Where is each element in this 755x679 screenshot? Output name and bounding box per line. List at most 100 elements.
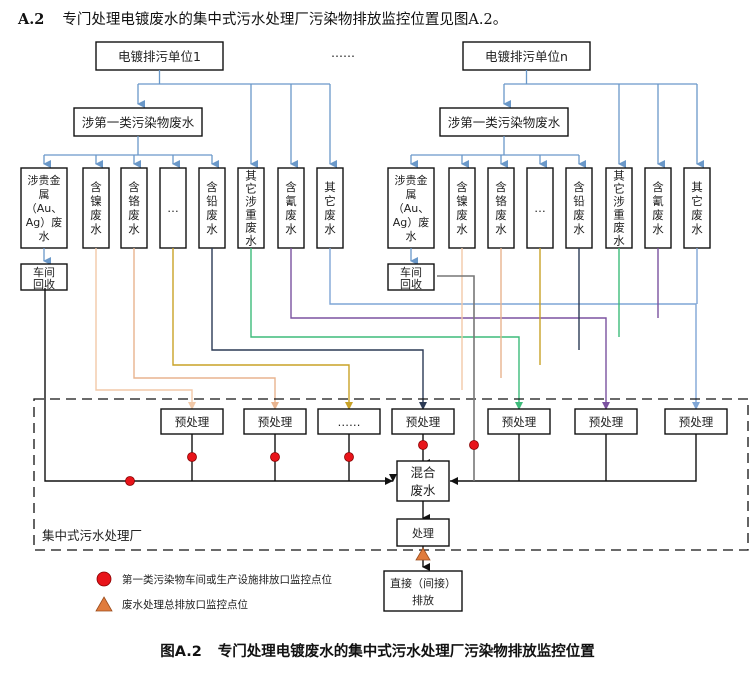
stream-label-line: 水 xyxy=(573,222,585,236)
stream-label-line: 涉贵金 xyxy=(28,173,61,187)
first-class-pollutant-label: 涉第一类污染物废水 xyxy=(82,115,195,130)
stream-label-line: 重 xyxy=(613,208,625,222)
legend: 第一类污染物车间或生产设施排放口监控点位 废水处理总排放口监控点位 xyxy=(95,571,332,612)
route-other-1 xyxy=(329,248,697,408)
stream-label-line: 涉 xyxy=(613,195,625,209)
stream-label-line: 废 xyxy=(691,208,703,222)
stream-label-line: … xyxy=(534,201,546,215)
stream-label-line: Ag）废 xyxy=(26,215,63,229)
arrow-into-mix-left xyxy=(385,477,393,485)
route-other-first-1 xyxy=(172,248,350,408)
first-class-pollutant-label: 涉第一类污染物废水 xyxy=(448,115,561,130)
stream-label-line: 水 xyxy=(128,222,140,236)
pretreatment-box: 预处理 xyxy=(574,408,638,435)
stream-label-line: 它 xyxy=(245,182,257,196)
stream-label-line: … xyxy=(167,201,179,215)
stream-label-line: 水 xyxy=(613,234,625,248)
route-chromium-1 xyxy=(133,248,276,408)
stream-label-line: 含 xyxy=(90,180,102,194)
stream-label-line: 属 xyxy=(39,188,50,201)
stream-label-line: 含 xyxy=(128,180,140,194)
stream-label-line: （Au、 xyxy=(393,202,430,215)
first-class-pollutant-box: 涉第一类污染物废水 xyxy=(439,107,569,137)
recovery-label-line: 车间 xyxy=(400,265,422,279)
monitor-point-icon xyxy=(125,476,135,486)
pretreatment-label: 预处理 xyxy=(175,415,210,429)
first-class-pollutant-box: 涉第一类污染物废水 xyxy=(73,107,203,137)
stream-label-line: 镍 xyxy=(90,194,102,208)
stream-box-other-first: … xyxy=(159,167,187,249)
stream-label-line: 含 xyxy=(206,180,218,194)
monitor-points xyxy=(125,440,479,486)
plant-boundary xyxy=(33,398,749,551)
route-arrowhead xyxy=(419,402,427,410)
stream-label-line: 重 xyxy=(245,208,257,222)
stream-label-line: 含 xyxy=(456,180,468,194)
stream-label-line: 水 xyxy=(495,222,507,236)
stream-label-line: 废 xyxy=(652,208,664,222)
outfall-monitor-point xyxy=(415,547,431,561)
pretreatment-box: …… xyxy=(317,408,381,435)
figure-number: 图A.2 xyxy=(160,644,202,660)
stream-label-line: 水 xyxy=(406,230,417,243)
recovery-label-line: 回收 xyxy=(33,277,55,291)
stream-label-line: 其 xyxy=(691,180,703,194)
stream-label-line: 水 xyxy=(245,234,257,248)
discharge-line-1: 直接（间接） xyxy=(390,576,456,590)
route-arrowhead xyxy=(271,402,279,410)
stream-label-line: 水 xyxy=(456,222,468,236)
section-number: A.2 xyxy=(18,11,45,28)
stream-label-line: 含 xyxy=(652,180,664,194)
treatment-box: 处理 xyxy=(396,518,450,547)
mixed-box-line-1: 混合 xyxy=(410,465,436,480)
pretreatment-box: 预处理 xyxy=(487,408,551,435)
stream-label-line: 它 xyxy=(324,194,336,208)
stream-label-line: 其 xyxy=(324,180,336,194)
arrow-into-mix-right xyxy=(450,477,458,485)
pretreatment-label: 预处理 xyxy=(406,415,441,429)
route-arrowhead xyxy=(345,402,353,410)
source-unit-n: 电镀排污单位n xyxy=(462,41,591,71)
stream-label-line: 废 xyxy=(285,208,297,222)
route-arrowhead xyxy=(602,402,610,410)
monitor-point-icon xyxy=(418,440,428,450)
stream-label-line: 它 xyxy=(691,194,703,208)
stream-label-line: 废 xyxy=(90,208,102,222)
source-unit-1-label: 电镀排污单位1 xyxy=(118,49,201,64)
stream-label-line: 其 xyxy=(613,169,625,183)
stream-label-line: 废 xyxy=(206,208,218,222)
stream-label-line: 水 xyxy=(206,222,218,236)
stream-label-line: 铬 xyxy=(128,194,140,208)
route-arrowhead xyxy=(692,402,700,410)
stream-label-line: 废 xyxy=(128,208,140,222)
stream-label-line: 其 xyxy=(245,169,257,183)
monitor-point-icon xyxy=(270,452,280,462)
stream-label-line: 铅 xyxy=(573,194,585,208)
source-unit-1: 电镀排污单位1 xyxy=(95,41,224,71)
stream-label-line: 废 xyxy=(456,208,468,222)
recovery-line xyxy=(437,275,475,481)
pretreatment-label: 预处理 xyxy=(258,415,293,429)
stream-label-line: Ag）废 xyxy=(393,215,430,229)
stream-label-line: 水 xyxy=(652,222,664,236)
stream-label-line: 属 xyxy=(406,188,417,201)
route-arrowhead xyxy=(188,402,196,410)
pretreatment-box: 预处理 xyxy=(243,408,307,435)
stream-label-line: 涉 xyxy=(245,195,257,209)
stream-label-line: 涉贵金 xyxy=(395,173,428,187)
stream-label-line: 水 xyxy=(324,222,336,236)
stream-label-line: 废 xyxy=(324,208,336,222)
source-group-n: 涉第一类污染物废水涉贵金属（Au、Ag）废水含镍废水含铬废水…含铅废水其它涉重废… xyxy=(387,70,711,291)
